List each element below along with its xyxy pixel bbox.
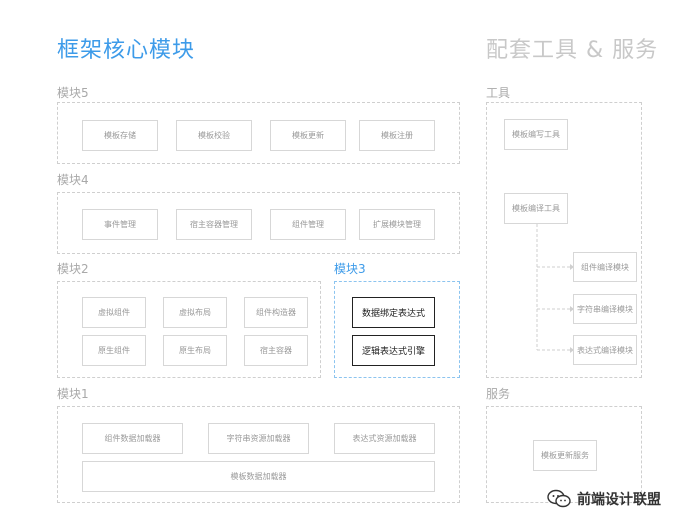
tools-item: 表达式编译模块 (573, 335, 637, 365)
module2-item: 宿主容器 (244, 335, 308, 366)
module4-item: 事件管理 (82, 209, 158, 240)
module2-container (57, 281, 321, 378)
module3-container (334, 281, 460, 378)
module1-item: 表达式资源加载器 (334, 423, 435, 454)
module3-item: 逻辑表达式引擎 (352, 335, 435, 366)
tools-item: 组件编译模块 (573, 252, 637, 282)
module2-item: 原生组件 (82, 335, 146, 366)
module2-item: 虚拟布局 (163, 297, 227, 328)
module5-container (57, 102, 460, 164)
tools-item: 模板编写工具 (504, 119, 568, 150)
tools-services-title: 配套工具 & 服务 (486, 38, 659, 63)
module1-item: 组件数据加载器 (82, 423, 183, 454)
module5-item: 模板注册 (359, 120, 435, 151)
module5-item: 模板更新 (270, 120, 346, 151)
module4-item: 扩展模块管理 (359, 209, 435, 240)
module4-label: 模块4 (57, 173, 89, 187)
module2-item: 原生布局 (163, 335, 227, 366)
core-modules-title: 框架核心模块 (57, 38, 196, 63)
module3-label: 模块3 (334, 262, 366, 276)
module1-item: 字符串资源加载器 (208, 423, 309, 454)
wechat-icon (547, 489, 571, 508)
tools-item: 字符串编译模块 (573, 294, 637, 324)
module1-item: 模板数据加载器 (82, 461, 435, 492)
module5-item: 模板校验 (176, 120, 252, 151)
module1-label: 模块1 (57, 387, 89, 401)
module3-item: 数据绑定表达式 (352, 297, 435, 328)
module1-container (57, 406, 460, 503)
services-label: 服务 (486, 387, 511, 401)
module4-item: 组件管理 (270, 209, 346, 240)
module5-label: 模块5 (57, 86, 89, 100)
tools-label: 工具 (486, 86, 511, 100)
module4-item: 宿主容器管理 (176, 209, 252, 240)
tools-container (486, 102, 642, 378)
watermark-text: 前端设计联盟 (577, 492, 661, 508)
module5-item: 模板存储 (82, 120, 158, 151)
watermark: 前端设计联盟 (547, 488, 695, 510)
module2-item: 组件构造器 (244, 297, 308, 328)
module4-container (57, 192, 460, 254)
services-item: 模板更新服务 (533, 440, 597, 471)
module2-item: 虚拟组件 (82, 297, 146, 328)
tools-item: 模板编译工具 (504, 193, 568, 224)
module2-label: 模块2 (57, 262, 89, 276)
